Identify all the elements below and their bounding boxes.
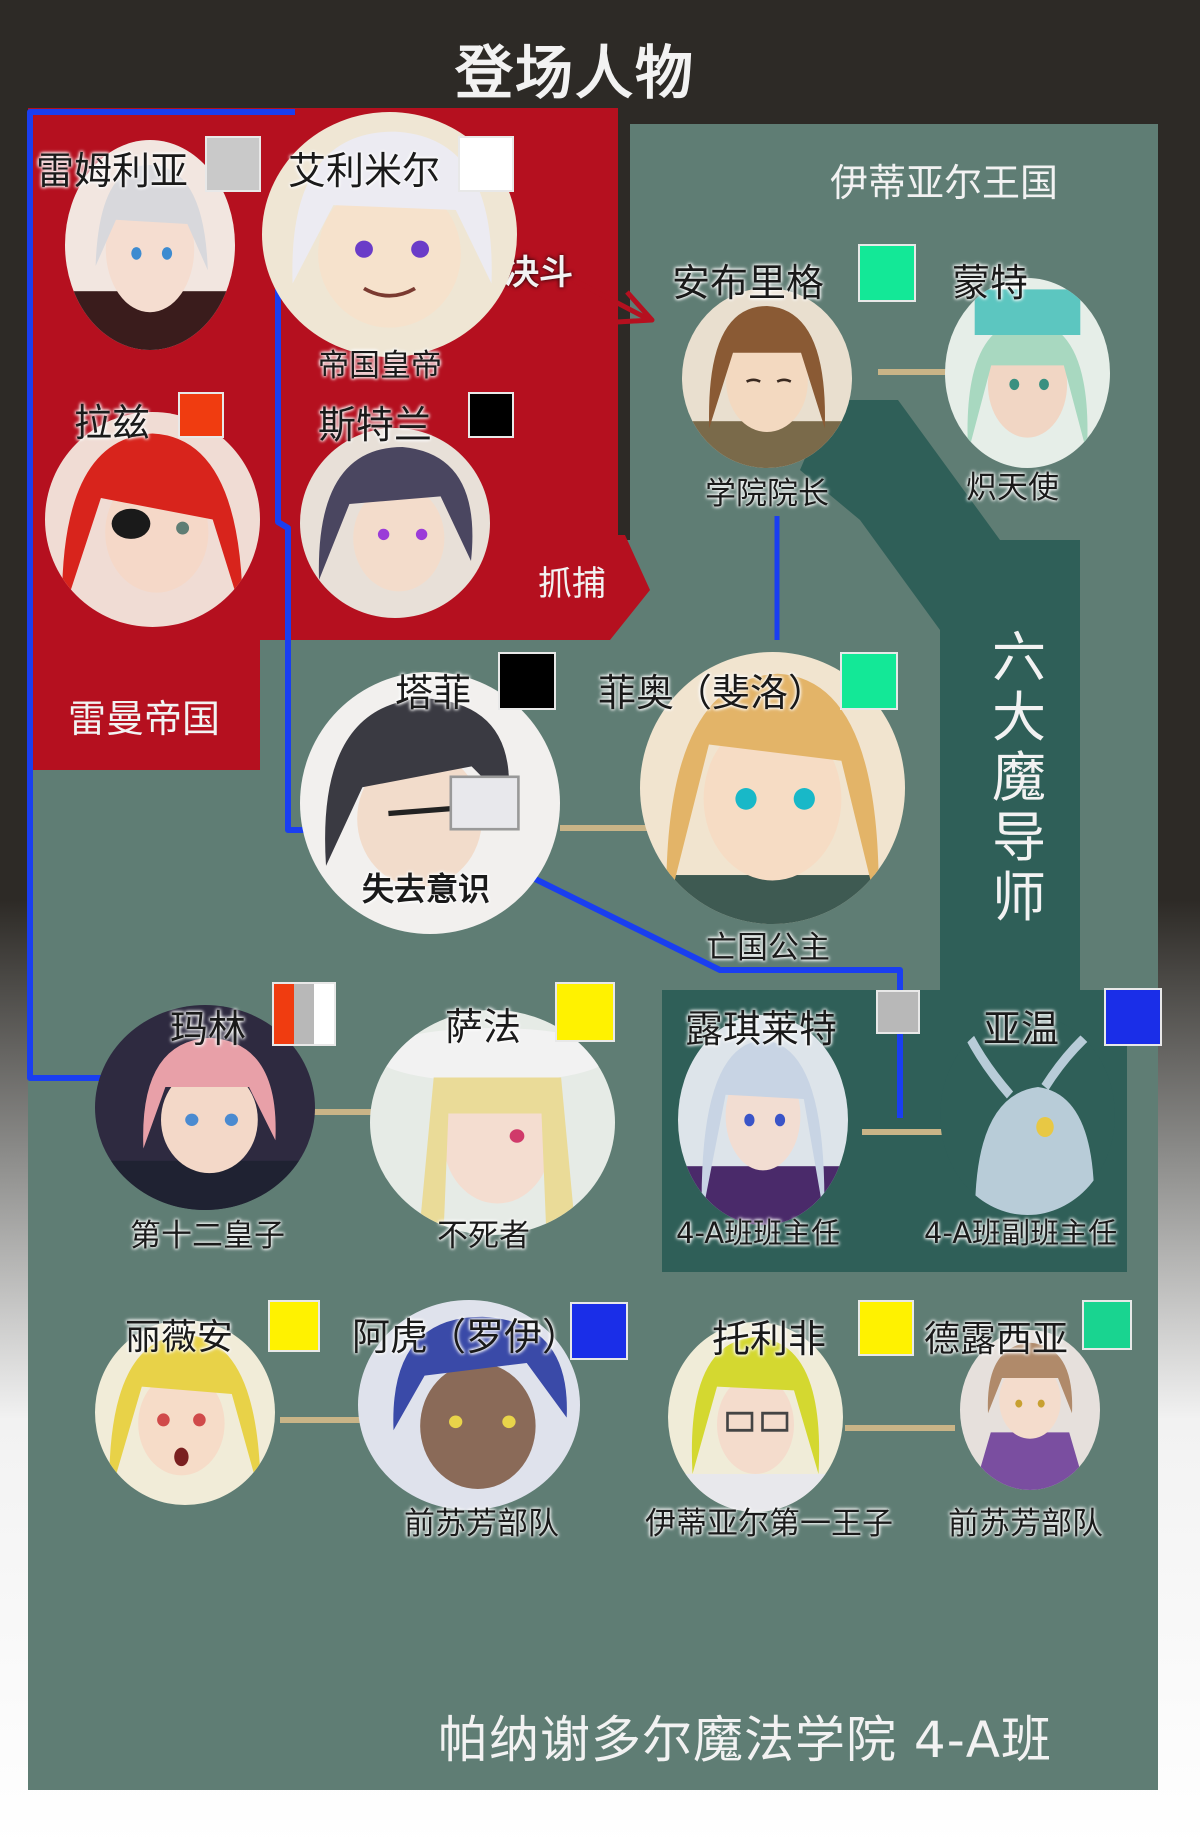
portrait-delucia	[960, 1330, 1100, 1490]
swatch-liwian	[268, 1300, 320, 1352]
name-fio: 菲奥（斐洛）	[598, 671, 827, 715]
duel-arrowhead	[616, 290, 655, 325]
role-fio: 亡国公主	[706, 930, 830, 966]
liwian-portrait-icon	[95, 1320, 275, 1505]
arrest-label: 抓捕	[538, 564, 606, 604]
portrait-monte	[945, 278, 1110, 468]
tolifi-portrait-icon	[668, 1322, 843, 1512]
name-liwian: 丽薇安	[125, 1317, 234, 1358]
delucia-portrait-icon	[960, 1330, 1100, 1490]
academy-label: 帕纳谢多尔魔法学院 4-A班	[438, 1711, 1052, 1769]
role-safa: 不死者	[437, 1218, 530, 1254]
portrait-fio	[640, 652, 905, 924]
swatch-remulia	[205, 136, 261, 192]
tafi-portrait-icon	[300, 672, 560, 934]
six-mages-label: 六大魔导师	[992, 626, 1046, 929]
fio-portrait-icon	[640, 652, 905, 924]
swatch-fio	[840, 652, 898, 710]
role-luqilet: 4-A班班主任	[676, 1216, 841, 1250]
swatch-safa	[555, 982, 615, 1042]
swatch-ambrig	[858, 244, 916, 302]
portrait-tolifi	[668, 1322, 843, 1512]
name-yawen: 亚温	[983, 1007, 1060, 1051]
role-tolifi: 伊蒂亚尔第一王子	[645, 1506, 893, 1542]
role-ambrig: 学院院长	[705, 476, 829, 512]
role-monte: 炽天使	[966, 470, 1059, 506]
portrait-laz	[45, 412, 260, 627]
name-strand: 斯特兰	[318, 403, 433, 447]
safa-portrait-icon	[370, 1010, 615, 1235]
yawen-portrait-icon	[940, 1015, 1115, 1215]
role-yawen: 4-A班副班主任	[924, 1216, 1118, 1250]
name-safa: 萨法	[445, 1005, 522, 1049]
role-tafi: 失去意识	[362, 870, 491, 908]
portrait-ahu	[358, 1300, 580, 1510]
name-tolifi: 托利非	[712, 1317, 827, 1361]
swatch-marin-grey	[294, 984, 314, 1044]
swatch-ahu	[570, 1302, 628, 1360]
name-ahu: 阿虎（罗伊）	[352, 1315, 581, 1359]
remulia-portrait-icon	[65, 140, 235, 350]
portrait-remulia	[65, 140, 235, 350]
swatch-strand	[468, 392, 514, 438]
role-marin: 第十二皇子	[130, 1218, 285, 1254]
portrait-safa	[370, 1010, 615, 1235]
strand-portrait-icon	[300, 428, 490, 618]
ambrig-portrait-icon	[682, 288, 852, 468]
name-ambrig: 安布里格	[672, 261, 825, 305]
swatch-tafi	[498, 652, 556, 710]
swatch-laz	[178, 392, 224, 438]
monte-portrait-icon	[945, 278, 1110, 468]
page-title: 登场人物	[455, 39, 696, 107]
link-remulia-marin	[27, 109, 295, 1081]
swatch-elimiel	[458, 136, 514, 192]
duel-arrow-line	[518, 249, 652, 323]
name-laz: 拉兹	[74, 401, 151, 445]
name-tafi: 塔菲	[395, 671, 472, 715]
role-delucia: 前苏芳部队	[948, 1506, 1103, 1542]
ideal-kingdom-label: 伊蒂亚尔王国	[830, 161, 1059, 205]
six-mages-panel	[962, 582, 1080, 994]
role-ahu: 前苏芳部队	[404, 1506, 559, 1542]
portrait-tafi	[300, 672, 560, 934]
portrait-liwian	[95, 1320, 275, 1505]
ahu-portrait-icon	[358, 1300, 580, 1510]
swatch-marin	[272, 982, 336, 1046]
role-elimiel: 帝国皇帝	[318, 348, 442, 384]
swatch-marin-white	[314, 984, 334, 1044]
name-luqilet: 露琪莱特	[685, 1007, 838, 1051]
swatch-marin-red	[274, 984, 294, 1044]
swatch-luqilet	[876, 990, 920, 1034]
swatch-delucia	[1082, 1300, 1132, 1350]
name-remulia: 雷姆利亚	[36, 149, 189, 193]
portrait-yawen	[940, 1015, 1115, 1215]
duel-label: 决斗	[505, 253, 573, 293]
reman-empire-label: 雷曼帝国	[68, 697, 221, 741]
portrait-strand	[300, 428, 490, 618]
name-delucia: 德露西亚	[924, 1319, 1069, 1360]
swatch-tolifi	[858, 1300, 914, 1356]
link-tafi-luqilet	[523, 871, 903, 1118]
name-monte: 蒙特	[952, 261, 1029, 305]
academy-teal-band	[800, 400, 1080, 994]
laz-portrait-icon	[45, 412, 260, 627]
swatch-yawen	[1104, 988, 1162, 1046]
name-marin: 玛林	[170, 1007, 247, 1051]
name-elimiel: 艾利米尔	[288, 149, 441, 193]
portrait-ambrig	[682, 288, 852, 468]
